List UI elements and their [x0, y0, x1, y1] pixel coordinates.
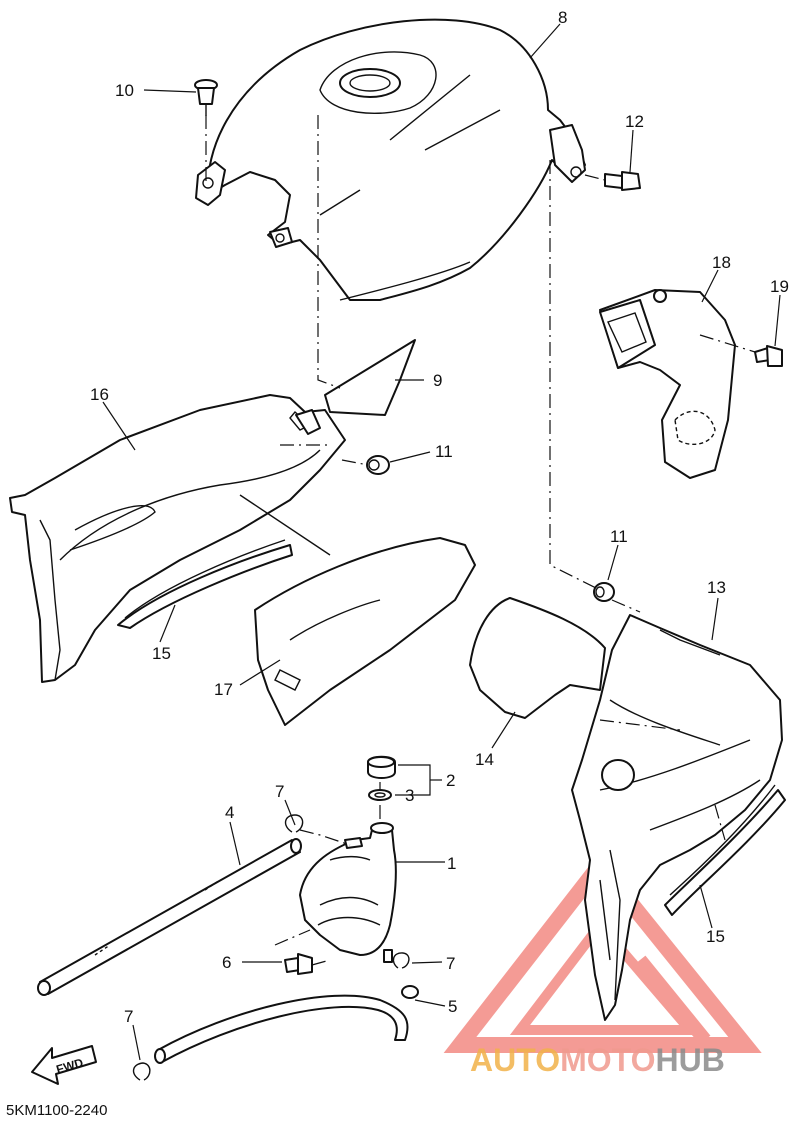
fwd-arrow: FWD: [31, 1045, 97, 1085]
bolt-19: [754, 345, 783, 367]
callout-7-c: 7: [124, 1007, 133, 1026]
left-side-cover-16: [9, 394, 346, 683]
callout-16: 16: [90, 385, 109, 404]
screw-6: [284, 953, 313, 975]
clip-7-right: [392, 952, 410, 969]
grommet-11-lower: [593, 582, 615, 602]
reservoir-tank-1: [299, 822, 397, 963]
callout-7-b: 7: [446, 954, 455, 973]
plate-9: [324, 339, 416, 416]
callout-14: 14: [475, 750, 494, 769]
decal-17: [254, 537, 476, 726]
strip-15-left: [117, 539, 293, 629]
callout-13: 13: [707, 578, 726, 597]
callout-5: 5: [448, 997, 457, 1016]
callout-7-a: 7: [275, 782, 284, 801]
assembly-lines: [205, 115, 756, 966]
right-side-cover-13: [571, 614, 783, 1021]
fuel-tank-cover: [195, 18, 586, 301]
grommet-11-upper: [366, 455, 390, 475]
leader-lines: [102, 23, 781, 1061]
clip-7-upper: [284, 814, 304, 833]
callout-15-b: 15: [706, 927, 725, 946]
watermark-hub: HUB: [655, 1042, 724, 1078]
svg-text:AUTOMOTOHUB: AUTOMOTOHUB: [470, 1042, 725, 1078]
hose-5: [154, 985, 419, 1064]
callout-11-a: 11: [435, 442, 453, 461]
callout-6: 6: [222, 953, 231, 972]
diagram-code: 5KM1100-2240: [6, 1102, 107, 1119]
cap-2: [367, 755, 396, 779]
watermark-auto: AUTO: [470, 1042, 560, 1078]
callout-8: 8: [558, 8, 567, 27]
rivet-10: [194, 79, 218, 116]
air-duct-18: [599, 289, 736, 479]
callout-9: 9: [433, 371, 442, 390]
callout-11-b: 11: [610, 527, 628, 546]
watermark-moto: MOTO: [560, 1042, 655, 1078]
decal-14: [469, 597, 606, 719]
callout-2: 2: [446, 771, 455, 790]
callout-labels: 1 2 3 4 5 6 7 7 7 8 9 10 11 11 12 13 14 …: [90, 8, 789, 1026]
callout-1: 1: [447, 854, 456, 873]
callout-15-a: 15: [152, 644, 171, 663]
bolt-12: [604, 171, 641, 191]
strip-15-right: [664, 784, 786, 916]
callout-19: 19: [770, 277, 789, 296]
watermark-logo: [443, 852, 762, 1053]
watermark-text: AUTOMOTOHUB: [470, 1042, 725, 1078]
callout-3: 3: [405, 786, 414, 805]
callout-10: 10: [115, 81, 134, 100]
clip-7-lower: [132, 1062, 151, 1081]
callout-4: 4: [225, 803, 234, 822]
seal-3: [368, 789, 392, 801]
callout-18: 18: [712, 253, 731, 272]
callout-12: 12: [625, 112, 644, 131]
hose-4: [37, 838, 302, 996]
callout-17: 17: [214, 680, 233, 699]
